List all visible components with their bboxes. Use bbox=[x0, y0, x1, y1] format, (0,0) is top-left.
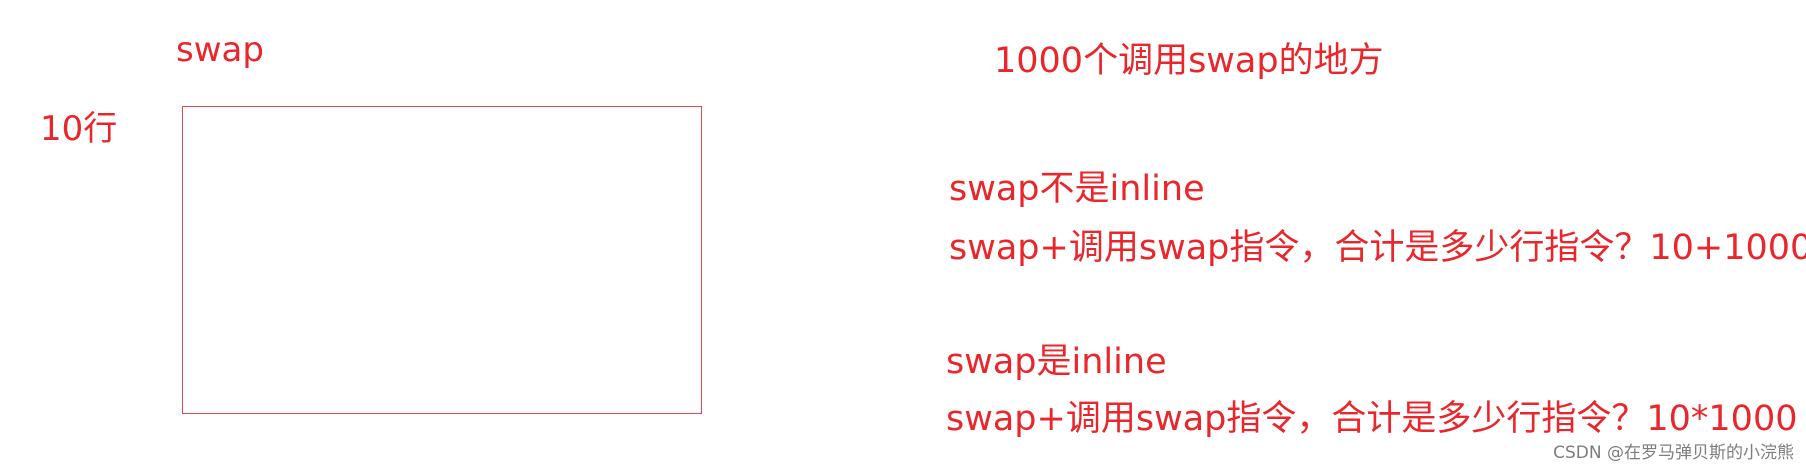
function-name-label: swap bbox=[176, 30, 264, 70]
inline-question: swap+调用swap指令，合计是多少行指令？10*1000 bbox=[946, 399, 1798, 439]
not-inline-heading: swap不是inline bbox=[949, 169, 1205, 209]
function-line-count-label: 10行 bbox=[40, 109, 118, 149]
not-inline-question: swap+调用swap指令，合计是多少行指令？10+1000 bbox=[949, 228, 1806, 268]
function-body-box bbox=[182, 106, 702, 414]
inline-heading: swap是inline bbox=[946, 342, 1167, 382]
call-sites-label: 1000个调用swap的地方 bbox=[994, 41, 1384, 81]
watermark: CSDN @在罗马弹贝斯的小浣熊 bbox=[1553, 443, 1794, 463]
